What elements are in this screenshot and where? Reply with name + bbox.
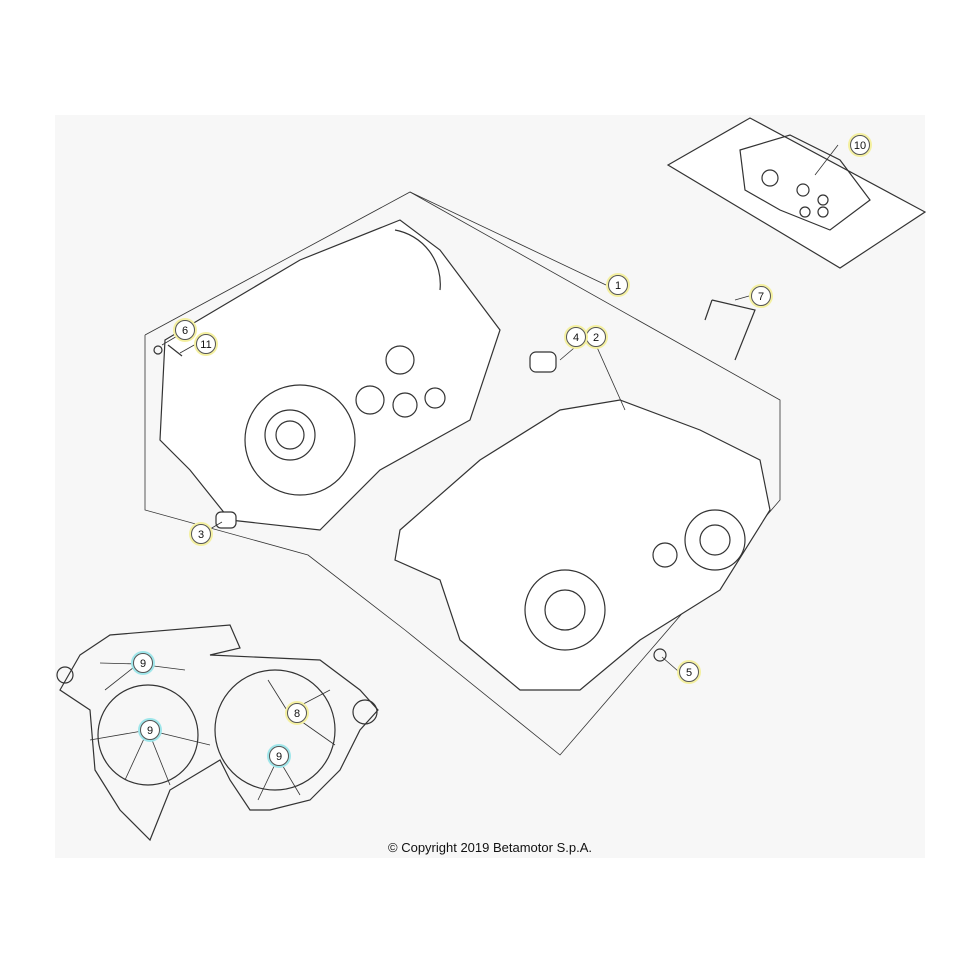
callout-1[interactable]: 1 — [608, 275, 628, 295]
callout-9[interactable]: 9 — [133, 653, 153, 673]
small-parts — [153, 299, 756, 662]
gasket-kit-sheet — [666, 117, 927, 269]
right-crankcase-half — [394, 399, 771, 691]
callout-3[interactable]: 3 — [191, 524, 211, 544]
callout-7[interactable]: 7 — [751, 286, 771, 306]
callout-9[interactable]: 9 — [269, 746, 289, 766]
callout-8[interactable]: 8 — [287, 703, 307, 723]
callout-5[interactable]: 5 — [679, 662, 699, 682]
copyright-text: © Copyright 2019 Betamotor S.p.A. — [388, 840, 592, 855]
callout-6[interactable]: 6 — [175, 320, 195, 340]
callout-4[interactable]: 4 — [566, 327, 586, 347]
callout-11[interactable]: 11 — [196, 334, 216, 354]
callout-2[interactable]: 2 — [586, 327, 606, 347]
callout-9[interactable]: 9 — [140, 720, 160, 740]
crankcase-gasket — [56, 624, 379, 842]
callout-10[interactable]: 10 — [850, 135, 870, 155]
left-crankcase-half — [159, 219, 501, 531]
